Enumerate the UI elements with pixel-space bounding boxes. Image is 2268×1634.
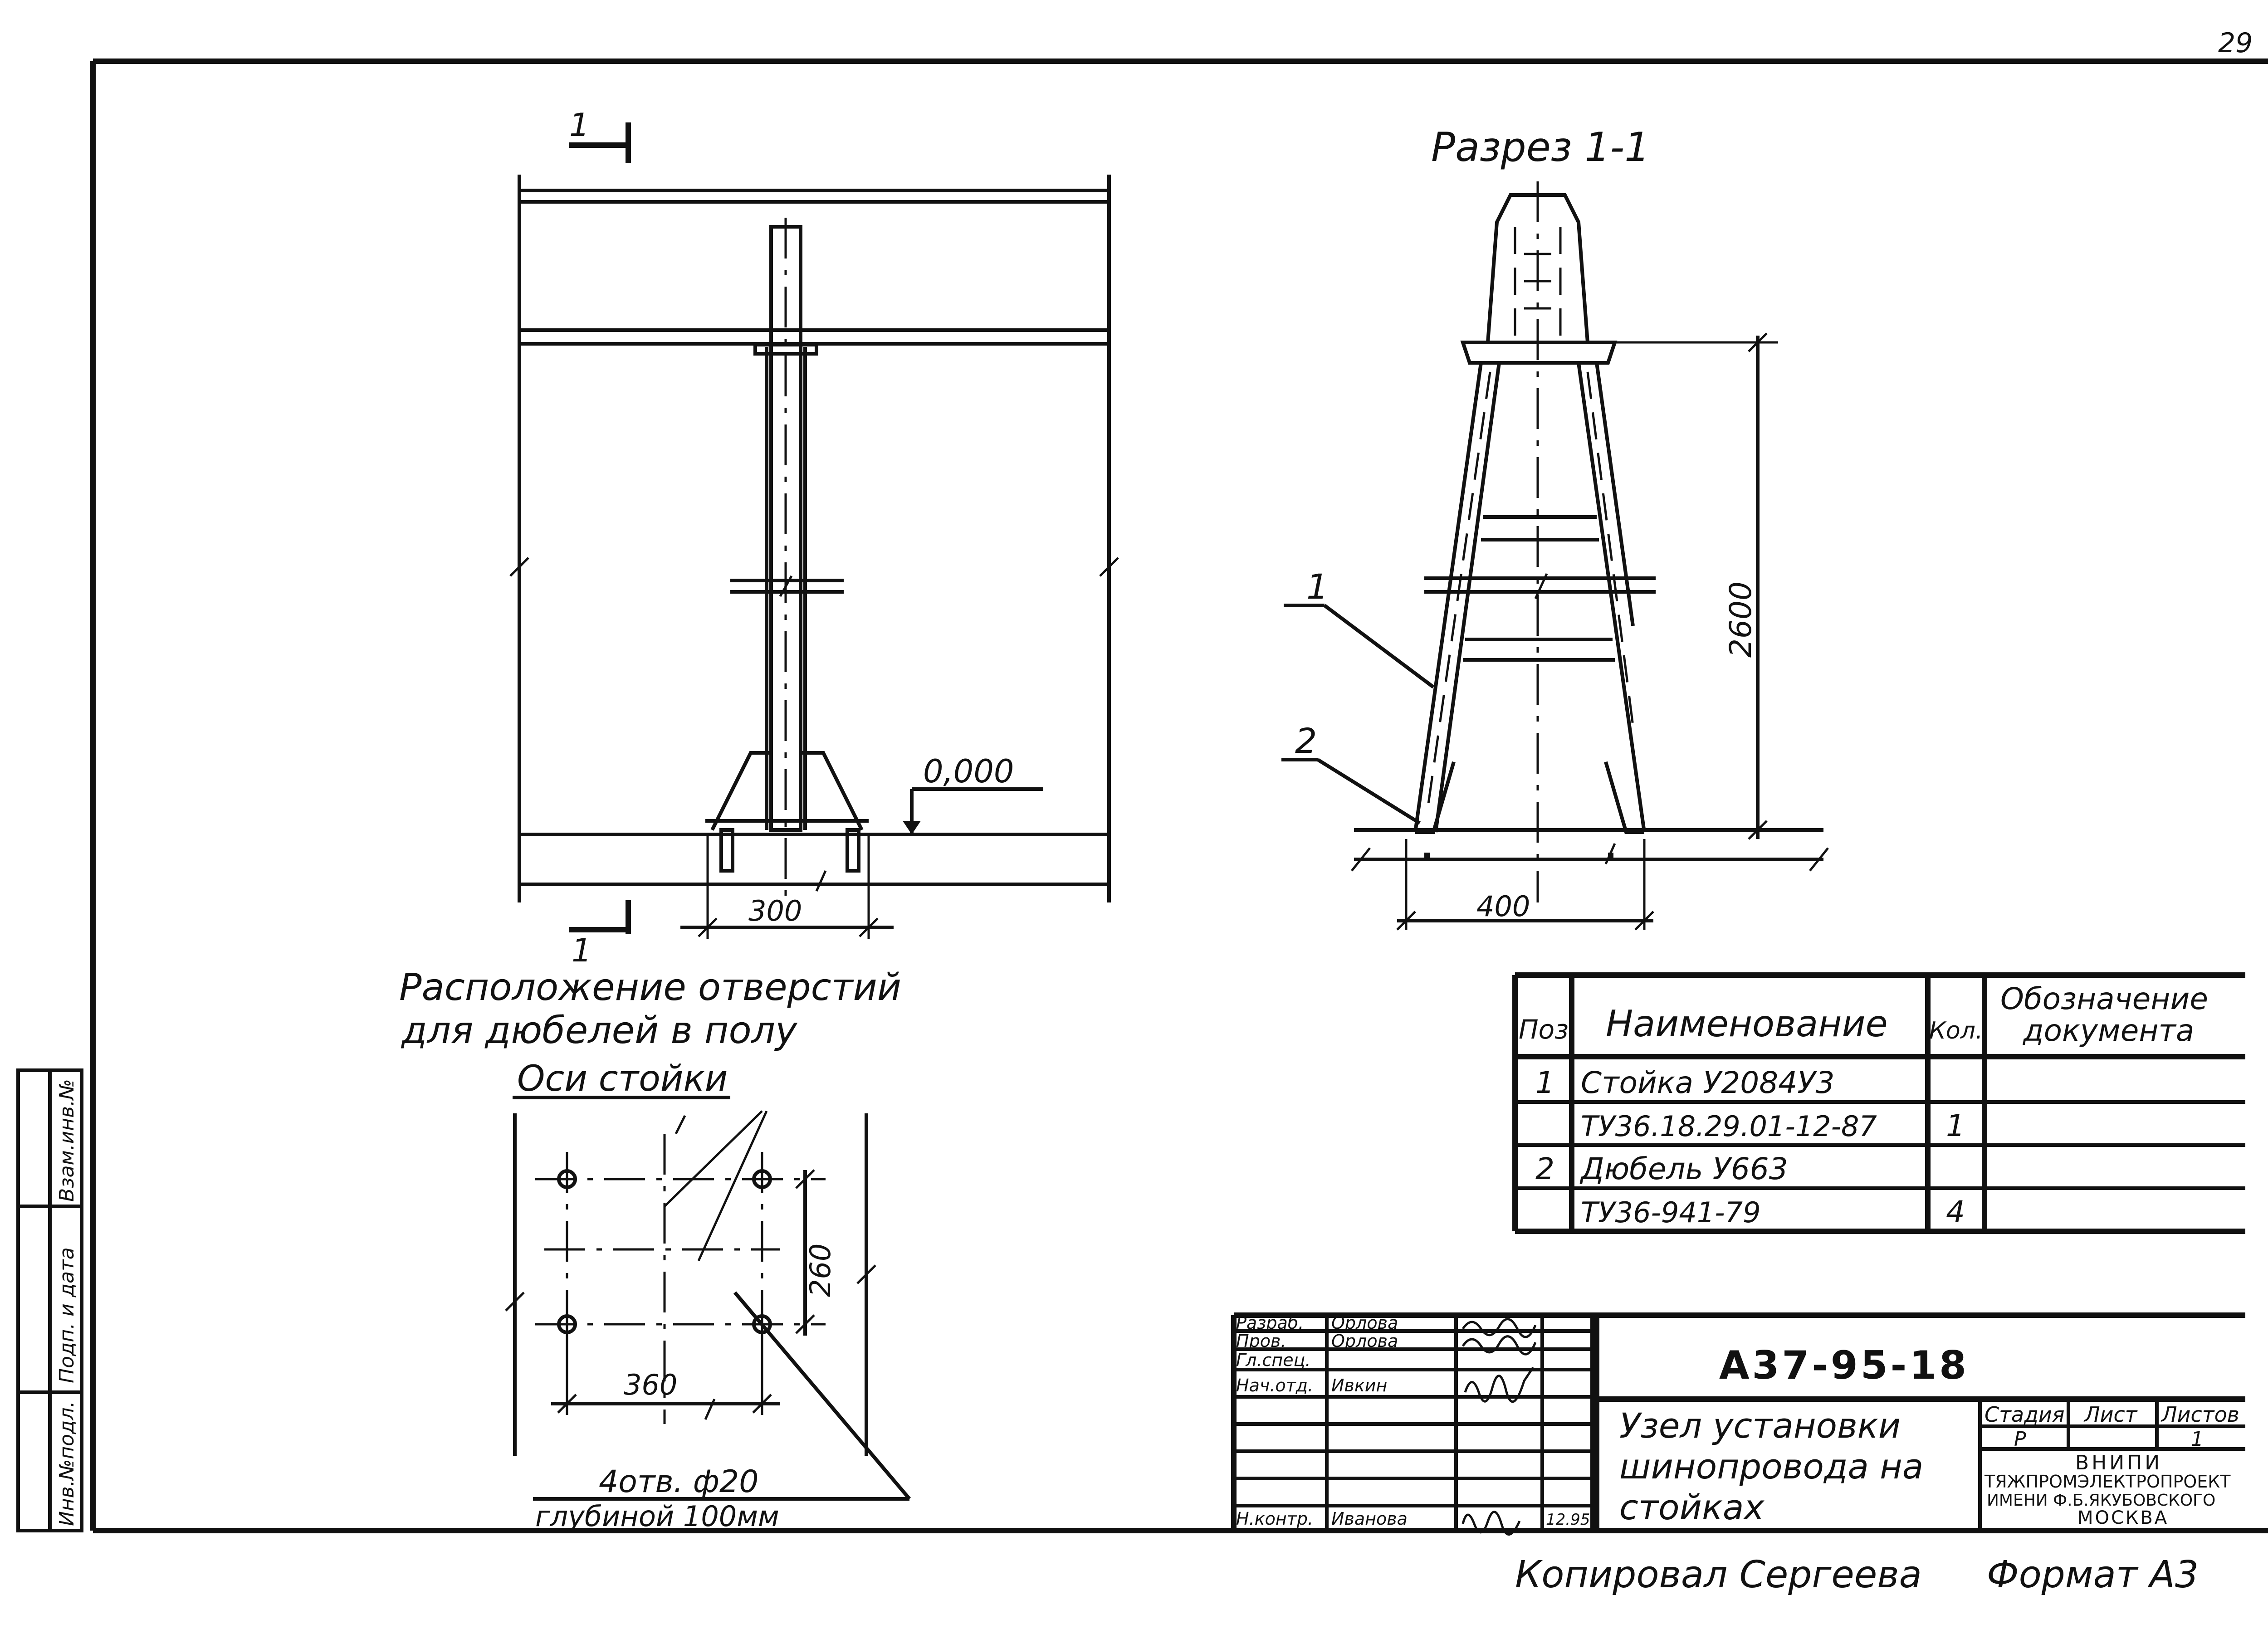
corner-number: 29 bbox=[2218, 27, 2253, 59]
spec-row4-qty: 4 bbox=[1946, 1195, 1965, 1229]
stamp-field-1: Взам.инв.№ bbox=[55, 1079, 78, 1202]
org-line2: ТЯЖПРОМЭЛЕКТРОПРОЕКТ bbox=[1984, 1472, 2231, 1492]
holes-note-line2: глубиной 100мм bbox=[535, 1500, 779, 1533]
spec-row3-name: Дюбель У663 bbox=[1579, 1151, 1788, 1186]
sig-name-4: Ивкин bbox=[1331, 1375, 1387, 1395]
title-block bbox=[1231, 1312, 2245, 1531]
stage-value: Р bbox=[2014, 1428, 2026, 1451]
spec-header-doc-2: документа bbox=[2023, 1013, 2194, 1048]
org-line3: ИМЕНИ Ф.Б.ЯКУБОВСКОГО bbox=[1987, 1491, 2215, 1510]
plan-width-dim: 300 bbox=[748, 894, 802, 927]
sheets-value: 1 bbox=[2191, 1428, 2204, 1451]
title-line1: Узел установки bbox=[1619, 1405, 1901, 1446]
callout-2: 2 bbox=[1295, 721, 1317, 761]
plan-view bbox=[509, 122, 1119, 939]
sheet-frame bbox=[90, 59, 2268, 1533]
sig-name-5: Иванова bbox=[1331, 1509, 1408, 1529]
title-line2: шинопровода на bbox=[1619, 1446, 1923, 1487]
spec-header-name: Наименование bbox=[1606, 1003, 1888, 1045]
signature-marks bbox=[1461, 1318, 1537, 1536]
spec-header-qty: Кол. bbox=[1929, 1017, 1983, 1044]
stage-label: Стадия bbox=[1984, 1402, 2064, 1427]
spec-row3-pos: 2 bbox=[1535, 1151, 1554, 1186]
sig-role-1: Разраб. bbox=[1236, 1313, 1304, 1333]
section-mark-bottom: 1 bbox=[572, 932, 592, 969]
section-base-dim: 400 bbox=[1476, 890, 1530, 923]
spec-header-doc: Обозначение bbox=[2000, 981, 2208, 1016]
holes-note-line1: 4отв. ф20 bbox=[599, 1464, 758, 1500]
axes-label: Оси стойки bbox=[517, 1058, 728, 1099]
spec-row1-pos: 1 bbox=[1535, 1065, 1554, 1100]
zero-level-label: 0,000 bbox=[923, 753, 1014, 790]
sig-role-3: Гл.спец. bbox=[1236, 1350, 1311, 1370]
sig-name-2: Орлова bbox=[1331, 1331, 1398, 1351]
org-line4: МОСКВА bbox=[2077, 1507, 2169, 1528]
sheet-label: Лист bbox=[2083, 1402, 2138, 1427]
stamp-field-2: Подп. и дата bbox=[55, 1247, 78, 1383]
spec-table bbox=[1512, 972, 2245, 1234]
title-date: 12.95 bbox=[1546, 1511, 1590, 1529]
hole-layout bbox=[505, 1096, 911, 1501]
section-title: Разрез 1-1 bbox=[1431, 124, 1650, 171]
section-mark-top: 1 bbox=[569, 107, 590, 144]
spec-row2-qty: 1 bbox=[1946, 1108, 1965, 1143]
plan-caption-line2: для дюбелей в полу bbox=[401, 1009, 798, 1052]
org-line1: ВНИПИ bbox=[2075, 1451, 2162, 1474]
left-stamp bbox=[16, 1068, 83, 1532]
sig-role-5: Н.контр. bbox=[1236, 1509, 1313, 1529]
sheet-format: Формат А3 bbox=[1987, 1553, 2199, 1596]
holes-dim-horizontal: 360 bbox=[624, 1368, 677, 1401]
plan-caption-line1: Расположение отверстий bbox=[399, 966, 901, 1009]
holes-dim-vertical: 260 bbox=[804, 1244, 837, 1297]
sig-role-2: Пров. bbox=[1236, 1331, 1286, 1351]
title-line3: стойках bbox=[1619, 1487, 1765, 1527]
callout-1: 1 bbox=[1306, 566, 1328, 607]
copied-by: Копировал Сергеева bbox=[1515, 1553, 1922, 1596]
sig-name-1: Орлова bbox=[1331, 1313, 1398, 1333]
spec-row4-name: ТУ36-941-79 bbox=[1581, 1196, 1761, 1229]
section-view bbox=[1281, 181, 1829, 931]
section-height-dim: 2600 bbox=[1723, 581, 1758, 658]
stamp-field-3: Инв.№подл. bbox=[55, 1401, 78, 1526]
doc-code: А37-95-18 bbox=[1719, 1343, 1969, 1388]
spec-row1-name: Стойка У2084У3 bbox=[1581, 1065, 1835, 1100]
spec-header-pos: Поз. bbox=[1519, 1014, 1577, 1045]
sheets-label: Листов bbox=[2160, 1402, 2239, 1427]
spec-row2-name: ТУ36.18.29.01-12-87 bbox=[1581, 1110, 1877, 1143]
sig-role-4: Нач.отд. bbox=[1236, 1375, 1313, 1395]
